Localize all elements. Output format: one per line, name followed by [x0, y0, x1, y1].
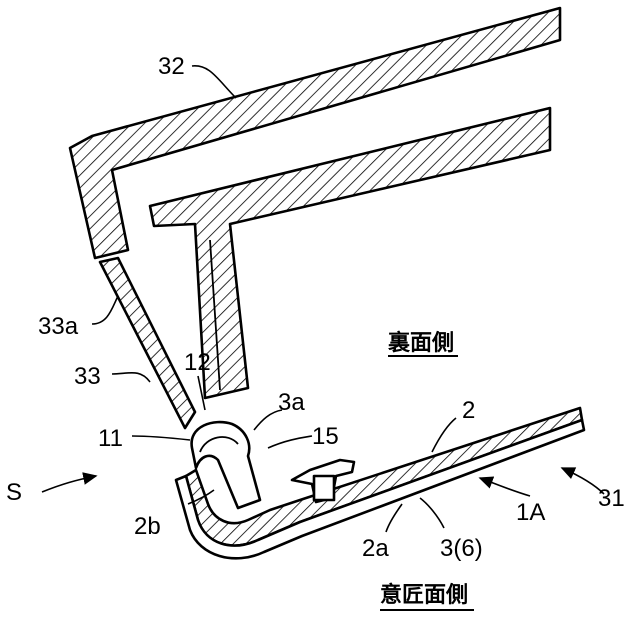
label-S: S [6, 479, 22, 506]
label-12: 12 [184, 349, 211, 376]
label-2b: 2b [134, 513, 161, 540]
label-32: 32 [158, 53, 185, 80]
design-side-text: 意匠面側 [380, 582, 468, 607]
label-15: 15 [312, 423, 339, 450]
label-33a: 33a [38, 313, 79, 340]
label-3a: 3a [278, 389, 305, 416]
back-side-text: 裏面側 [388, 330, 454, 355]
label-3-6: 3(6) [440, 535, 483, 562]
wall-33 [100, 258, 195, 428]
design-side-label: 意匠面側 [380, 582, 474, 610]
back-side-label: 裏面側 [388, 330, 458, 356]
label-1A: 1A [516, 499, 545, 526]
label-11: 11 [98, 425, 123, 452]
label-31: 31 [598, 485, 625, 512]
label-2: 2 [462, 397, 475, 424]
label-33: 33 [74, 363, 101, 390]
label-2a: 2a [362, 535, 389, 562]
